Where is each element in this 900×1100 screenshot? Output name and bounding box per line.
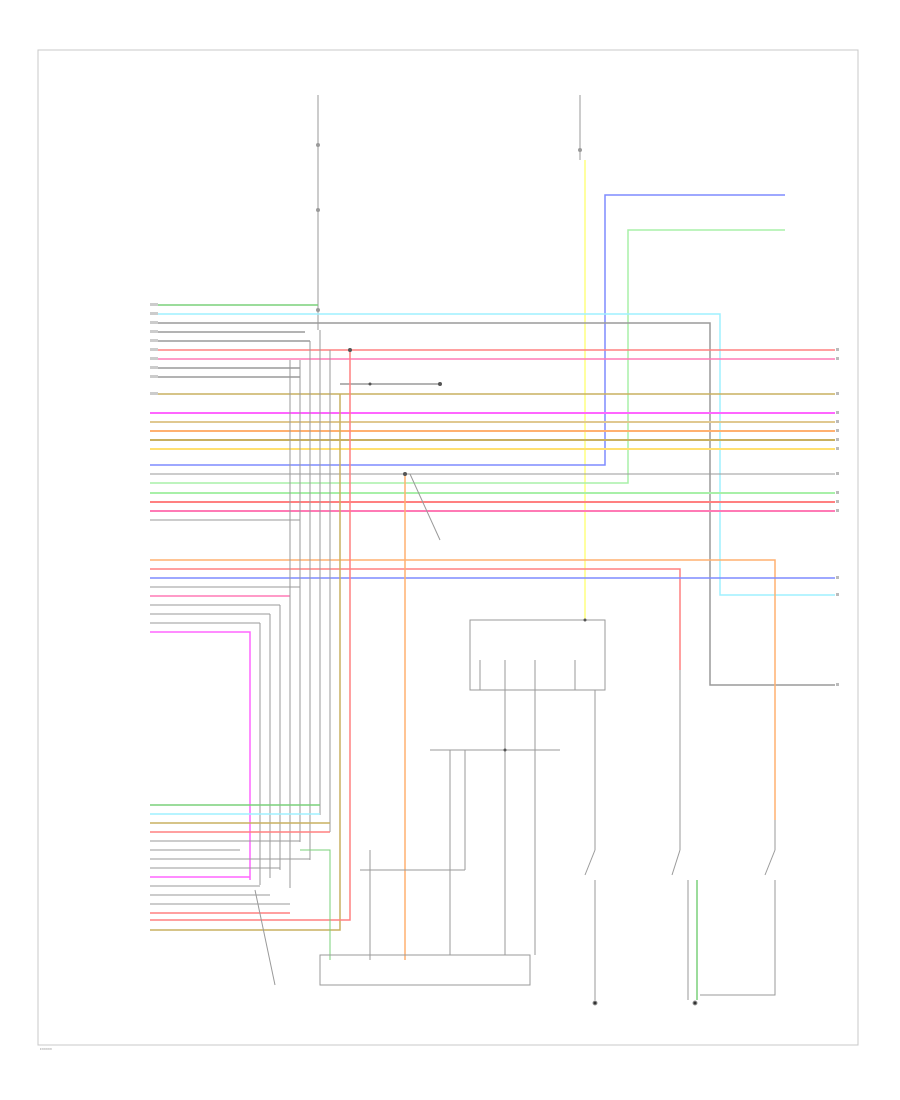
splice-dots xyxy=(348,348,587,752)
data-link-connector-box xyxy=(319,954,531,986)
junction-block-wires xyxy=(360,720,560,955)
top-power-feed-right xyxy=(578,95,582,160)
top-power-feed-left xyxy=(316,95,320,330)
connector-block-4-wires xyxy=(150,804,371,960)
wire-green-upper xyxy=(150,229,785,484)
relay-module-box xyxy=(469,619,606,691)
switch-column-1 xyxy=(584,690,598,1006)
relay-module-internals xyxy=(479,660,576,720)
connector-block-1-wires xyxy=(150,304,835,686)
switch-column-2 xyxy=(671,670,698,1006)
footer-diagram-id: FXXXXX xyxy=(40,1047,52,1051)
vertical-bus-wires xyxy=(150,330,441,960)
connector-block-3-wires xyxy=(150,559,835,880)
wire-blue-upper xyxy=(150,194,785,466)
leader-line-lower-left xyxy=(254,889,276,986)
diagram-frame xyxy=(37,49,859,1046)
pin-row-codes xyxy=(150,303,158,395)
connector-block-2-wires xyxy=(150,412,835,521)
switch-column-3 xyxy=(700,820,776,996)
right-terminal-ticks xyxy=(836,348,839,686)
